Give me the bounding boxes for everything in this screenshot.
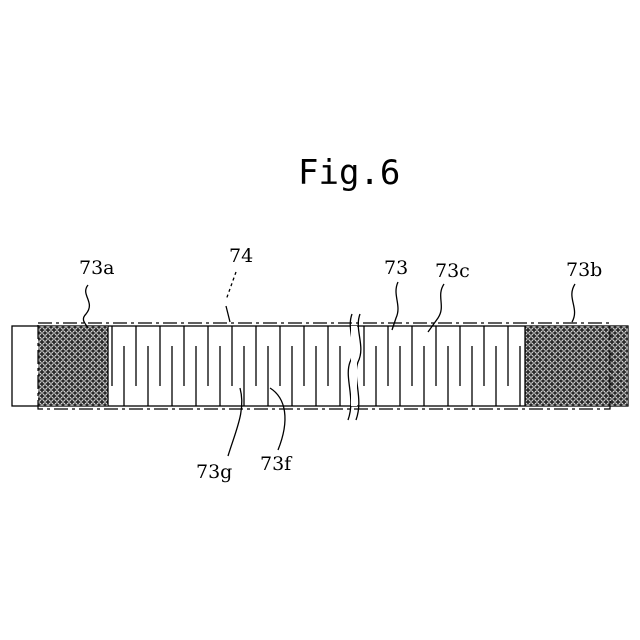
- leader-73b: [572, 284, 575, 322]
- label-73f: 73f: [260, 453, 293, 475]
- leader-73f: [270, 388, 285, 450]
- label-74: 74: [229, 245, 253, 267]
- leader-73a: [83, 285, 89, 328]
- leader-74: [226, 272, 236, 300]
- slit-pattern: [108, 326, 525, 406]
- region-73b: [525, 326, 628, 406]
- label-73b: 73b: [566, 259, 602, 281]
- leader-73g: [228, 388, 242, 456]
- leader-73c: [428, 284, 444, 332]
- label-73a: 73a: [79, 257, 115, 279]
- label-73c: 73c: [435, 260, 470, 282]
- region-73a: [38, 326, 108, 406]
- label-73: 73: [384, 257, 408, 279]
- label-73g: 73g: [196, 461, 232, 483]
- figure-title: Fig.6: [298, 153, 400, 193]
- leader-74b: [226, 306, 230, 322]
